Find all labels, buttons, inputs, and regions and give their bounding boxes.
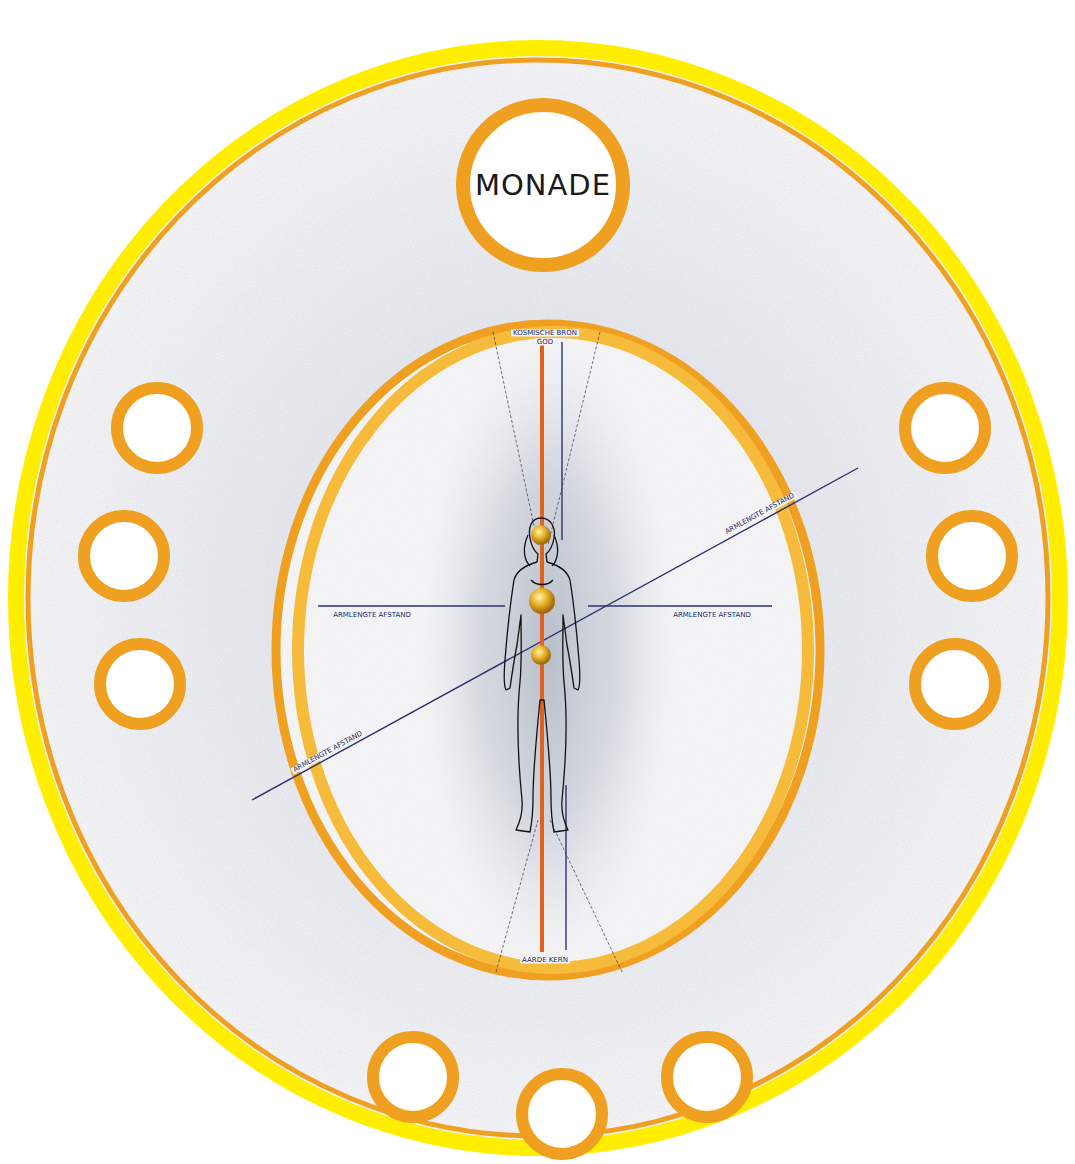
outer-aura bbox=[10, 42, 1066, 1154]
view-lines bbox=[493, 332, 622, 972]
energy-centres bbox=[529, 525, 555, 665]
outer-yellow-ring bbox=[16, 48, 1060, 1148]
aura-texture bbox=[10, 42, 1066, 1154]
distance-lines bbox=[252, 342, 858, 950]
diagram-label: KOSMISCHE BRON bbox=[511, 330, 579, 337]
diagram-label: GOD bbox=[535, 339, 555, 346]
diagram-label: ARMLENGTE AFSTAND bbox=[331, 612, 413, 619]
egg-texture bbox=[276, 324, 820, 976]
diagram-label: ARMLENGTE AFSTAND bbox=[671, 612, 753, 619]
diagram-label: AARDE KERN bbox=[520, 957, 570, 964]
node-label: MONADE bbox=[455, 97, 631, 273]
monad-circle: MONADE bbox=[455, 97, 631, 273]
egg-outer-ring bbox=[276, 324, 820, 976]
human-figure bbox=[504, 518, 580, 832]
outer-orange-ring bbox=[28, 60, 1048, 1136]
inner-egg-fill bbox=[276, 324, 820, 976]
egg-inner-ring bbox=[298, 332, 808, 968]
